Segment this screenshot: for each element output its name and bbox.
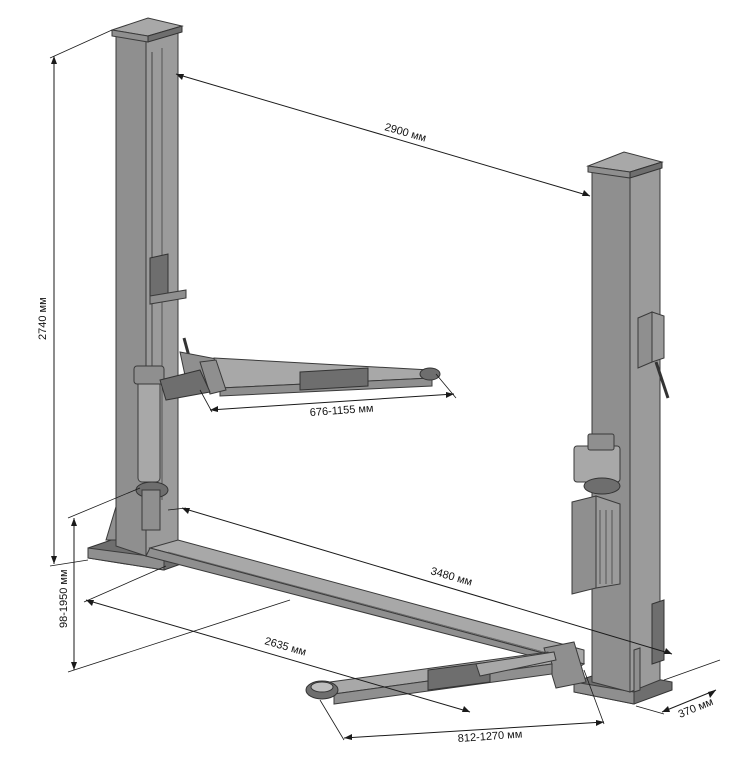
dim-base-depth: 370 мм [677,696,715,721]
floor-cover-plate [145,539,586,669]
dim-rear-arm-reach: 676-1155 мм [309,403,374,419]
dim-post-height: 2740 мм [37,297,49,340]
dim-lift-height: 98-1950 мм [58,569,70,628]
rear-arm [159,351,441,401]
front-arm [305,641,587,705]
dim-inner-width: 2635 мм [263,635,307,658]
dim-front-arm-reach: 812-1270 мм [457,729,522,745]
left-post [87,17,199,571]
dim-overall-length: 3480 мм [429,565,473,588]
right-post [571,151,673,705]
